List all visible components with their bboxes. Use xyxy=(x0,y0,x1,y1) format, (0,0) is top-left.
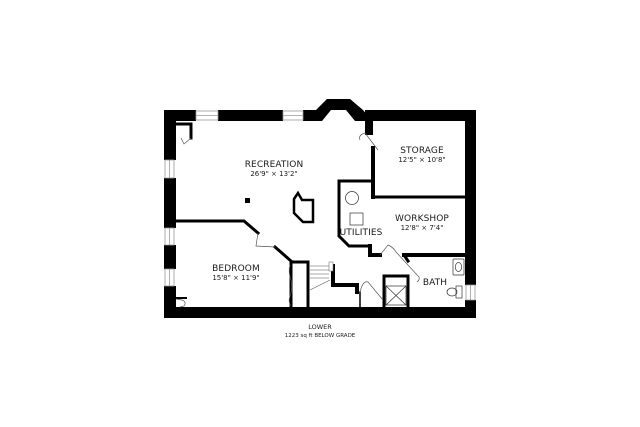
doors xyxy=(175,132,420,308)
windows xyxy=(164,110,476,301)
room-recreation: RECREATION 26'9" × 13'2" xyxy=(232,160,316,178)
room-name: UTILITIES xyxy=(339,228,383,238)
door-closet-1 xyxy=(180,137,192,145)
room-name: STORAGE xyxy=(400,146,444,156)
bedroom-pocket xyxy=(288,264,293,307)
room-dimensions: 15'8" × 11'9" xyxy=(212,274,260,282)
sink-icon xyxy=(452,258,465,276)
door-closet-2 xyxy=(175,298,186,308)
door-workshop xyxy=(379,244,420,283)
room-name: WORKSHOP xyxy=(395,214,449,224)
shower-icon xyxy=(385,285,407,306)
door-bedroom xyxy=(255,232,276,248)
furnace-icon xyxy=(349,212,364,226)
stairs xyxy=(309,261,334,291)
door-hall xyxy=(359,281,384,301)
room-bedroom: BEDROOM 15'8" × 11'9" xyxy=(198,264,274,282)
room-dimensions: 12'5" × 10'8" xyxy=(398,156,446,164)
room-dimensions: 12'8" × 7'4" xyxy=(400,224,444,232)
room-bath: BATH xyxy=(418,278,452,288)
room-name: BATH xyxy=(422,278,448,288)
room-dimensions: 26'9" × 13'2" xyxy=(250,170,298,178)
interior-walls xyxy=(174,122,467,309)
fixtures xyxy=(345,191,465,306)
room-utilities: UTILITIES xyxy=(338,228,384,238)
door-storage xyxy=(359,132,379,151)
post-icon xyxy=(245,198,250,203)
water-heater-icon xyxy=(345,191,359,205)
room-name: BEDROOM xyxy=(212,264,260,274)
floor-level-label: LOWER xyxy=(308,323,332,331)
room-workshop: WORKSHOP 12'8" × 7'4" xyxy=(382,214,462,232)
exterior-walls xyxy=(164,99,476,318)
floor-area-caption: 1223 sq ft BELOW GRADE xyxy=(284,333,356,339)
toilet-icon xyxy=(455,285,463,299)
room-storage: STORAGE 12'5" × 10'8" xyxy=(382,146,462,164)
room-name: RECREATION xyxy=(244,160,304,170)
chimney xyxy=(245,190,315,224)
